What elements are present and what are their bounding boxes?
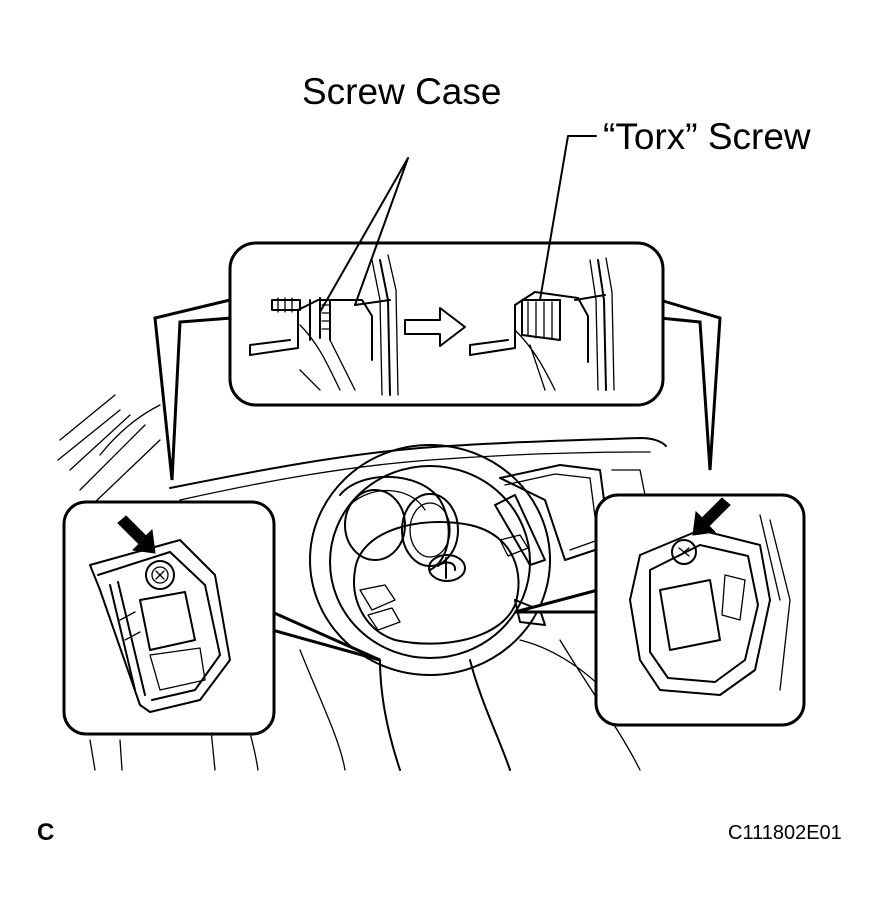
right-detail-callout xyxy=(514,493,806,727)
screw-case-after xyxy=(469,257,615,391)
pointer-arrow-left-icon xyxy=(117,515,156,554)
left-detail-callout xyxy=(62,500,381,736)
figure-code: C111802E01 xyxy=(728,822,842,844)
screw-case-before xyxy=(249,254,399,396)
top-callout xyxy=(153,241,722,481)
install-arrow-icon xyxy=(404,307,466,347)
screw-case-leader xyxy=(319,157,409,313)
torx-screw-label: “Torx” Screw xyxy=(603,116,811,157)
right-detail-illustration xyxy=(629,514,791,696)
pointer-arrow-right-icon xyxy=(692,497,731,536)
screw-case-label: Screw Case xyxy=(302,71,502,112)
left-detail-illustration xyxy=(89,539,231,713)
torx-screw-leader xyxy=(539,135,597,301)
corner-letter: C xyxy=(37,819,55,846)
dashboard-illustration xyxy=(57,394,667,771)
